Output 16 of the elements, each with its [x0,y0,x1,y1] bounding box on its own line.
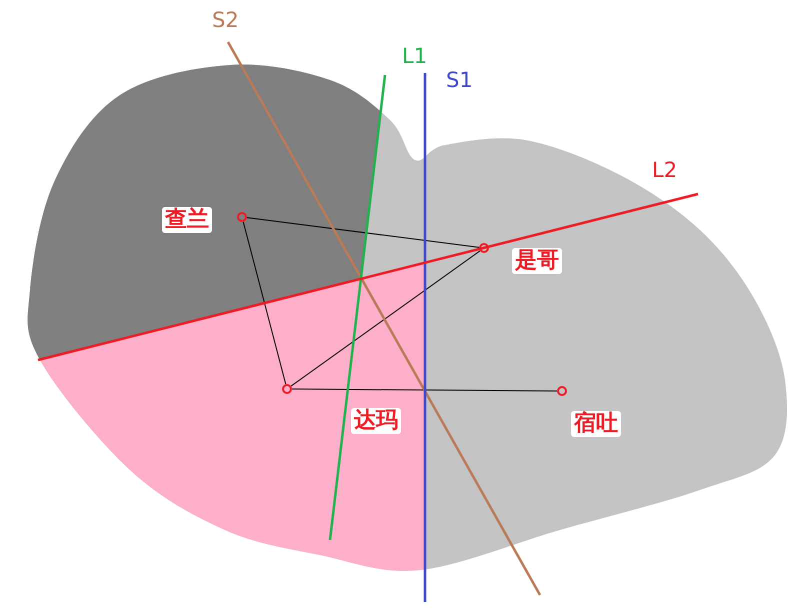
connector-line [290,250,480,387]
line-label: S1 [446,70,473,91]
line-label: S2 [212,10,239,31]
point-marker [282,384,292,394]
point-marker [557,386,567,396]
connector-line [242,221,286,385]
point-label: 是哥 [512,248,562,274]
line-label: L1 [402,46,428,67]
point-label: 达玛 [351,408,401,434]
connector-line [292,388,558,392]
point-label: 宿吐 [571,411,621,437]
point-label: 查兰 [162,207,212,233]
connector-line [246,217,480,248]
line-label: L2 [652,160,678,181]
point-marker [237,212,247,222]
point-marker [479,243,489,253]
